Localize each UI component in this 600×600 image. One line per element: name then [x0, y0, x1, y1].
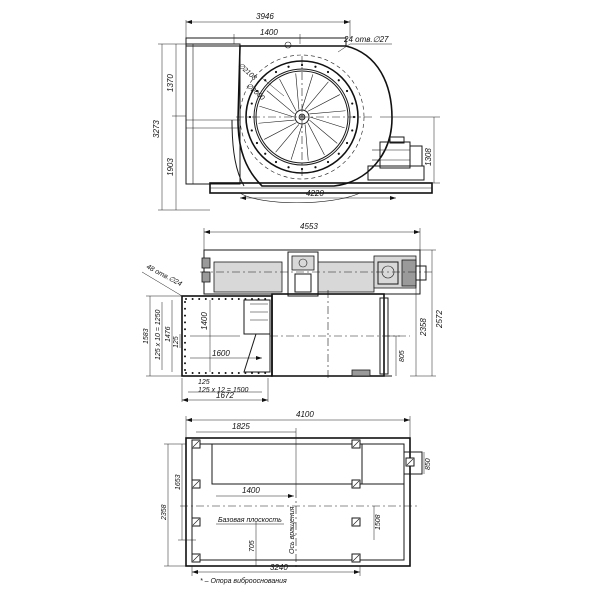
dim-base-length: 4220: [306, 189, 324, 198]
support-mount: [351, 439, 361, 449]
impeller-blades: [258, 73, 346, 161]
support-mount: [191, 479, 201, 489]
dim-pitch-vertical: 125 x 10 = 1250: [155, 309, 162, 360]
support-mount: [191, 517, 201, 527]
support-mount: [191, 439, 201, 449]
middle-view: 4553 48 отв.∅24 1583 125 x 10 = 1250 147…: [141, 222, 444, 402]
dim-inlet-width: 1400: [260, 28, 278, 37]
dim-height-upper: 1370: [166, 74, 175, 92]
dim-height-805: 805: [399, 350, 406, 362]
dim-length-1672: 1672: [216, 391, 234, 400]
support-mount: [191, 553, 201, 563]
dim-offset-705: 705: [249, 540, 256, 552]
inlet-bolt-holes: [184, 298, 267, 374]
support-mount: [351, 517, 361, 527]
dim-pitch-horizontal: 125 x 12 = 1500: [198, 387, 249, 394]
bottom-view: 4100 1825 1400 1653 2358 850 1508 Базова…: [161, 410, 432, 585]
dim-height-1476: 1476: [165, 326, 172, 342]
rotation-axis-label: Ось вращения: [289, 506, 296, 554]
dim-height-1508: 1508: [375, 514, 382, 530]
support-mount: [351, 479, 361, 489]
dim-height-right: 1308: [424, 148, 433, 166]
footnote: * – Опора виброоснования: [200, 577, 287, 585]
dim-height-1653: 1653: [175, 474, 182, 490]
outlet-flange: [185, 37, 347, 47]
dim-width-overall: 3946: [256, 12, 274, 21]
motor-body: [379, 141, 411, 169]
support-mount: [351, 553, 361, 563]
dim-height-2572: 2572: [435, 310, 444, 329]
dim-width-1825: 1825: [232, 422, 250, 431]
dim-step-125-left: 125: [173, 336, 180, 348]
dim-base-width: 4100: [296, 410, 314, 419]
dim-height-2358-base: 2358: [161, 504, 168, 521]
middle-holes-note: 48 отв.∅24: [145, 264, 183, 289]
dim-step-125-bottom: 125: [198, 379, 210, 386]
top-holes-note: 24 отв.∅27: [343, 35, 389, 44]
top-view: 3946 1400 24 отв.∅27 ∅2108 ∅2000 1370 19…: [152, 12, 440, 211]
inlet-box: [185, 43, 241, 185]
base-plane-label: Базовая плоскость: [218, 517, 282, 524]
vibration-supports: [191, 439, 415, 563]
dim-width-1400: 1400: [242, 486, 260, 495]
base-outline: [185, 437, 411, 567]
dim-height-1583: 1583: [143, 328, 150, 344]
dim-length-1600: 1600: [212, 349, 230, 358]
dim-length-overall: 4553: [300, 222, 318, 231]
dim-height-lower: 1903: [166, 158, 175, 176]
dim-width-850: 850: [425, 458, 432, 470]
support-mount: [405, 457, 415, 467]
bolt-ring: [248, 63, 356, 171]
dim-height-2358: 2358: [419, 318, 428, 337]
scroll-casing: [237, 45, 393, 187]
dim-height-1400: 1400: [200, 312, 209, 330]
dim-height-total: 3273: [152, 120, 161, 138]
dim-width-3240: 3240: [270, 563, 288, 572]
